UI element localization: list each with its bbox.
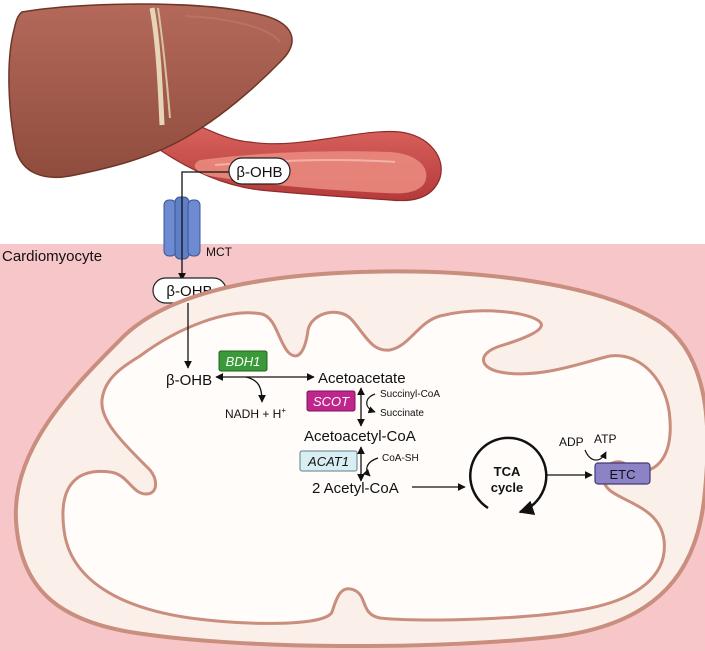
acat1-label: ACAT1 bbox=[307, 454, 349, 469]
succinyl-coa-label: Succinyl-CoA bbox=[380, 389, 440, 400]
bdh1-label: BDH1 bbox=[226, 354, 261, 369]
arrow-succinyl-to-succinate bbox=[366, 393, 376, 414]
nadh-label: NADH + H+ bbox=[225, 406, 286, 421]
mct-label: MCT bbox=[206, 245, 233, 259]
arrow-to-nadh bbox=[245, 376, 266, 403]
scot-enzyme-box bbox=[306, 390, 356, 412]
mct-transporter bbox=[163, 196, 201, 260]
acetyl-coa-label: 2 Acetyl-CoA bbox=[312, 480, 399, 497]
blood-bohb-pill bbox=[228, 157, 291, 185]
arrow-adp-to-atp bbox=[584, 449, 607, 461]
arrow-coa-sh bbox=[362, 457, 379, 477]
etc-box bbox=[594, 462, 651, 485]
tca-label: TCA bbox=[494, 464, 521, 479]
blood-bohb-label: β-OHB bbox=[236, 164, 282, 181]
acetoacetyl-coa-label: Acetoacetyl-CoA bbox=[304, 428, 416, 445]
succinate-label: Succinate bbox=[380, 408, 424, 419]
scot-label: SCOT bbox=[313, 394, 350, 409]
atp-label: ATP bbox=[594, 432, 616, 446]
coa-sh-label: CoA-SH bbox=[382, 453, 419, 464]
tca-cycle bbox=[469, 436, 548, 515]
adp-label: ADP bbox=[559, 435, 584, 449]
arrow-blood-to-cytosol bbox=[178, 171, 229, 281]
bdh1-enzyme-box bbox=[218, 350, 268, 372]
etc-label: ETC bbox=[610, 467, 636, 482]
acetoacetate-label: Acetoacetate bbox=[318, 370, 406, 387]
cycle-label: cycle bbox=[491, 480, 524, 495]
liver bbox=[8, 3, 293, 179]
acat1-enzyme-box bbox=[299, 450, 358, 472]
matrix-bohb-label: β-OHB bbox=[166, 372, 212, 389]
cardiomyocyte-label: Cardiomyocyte bbox=[2, 248, 102, 265]
